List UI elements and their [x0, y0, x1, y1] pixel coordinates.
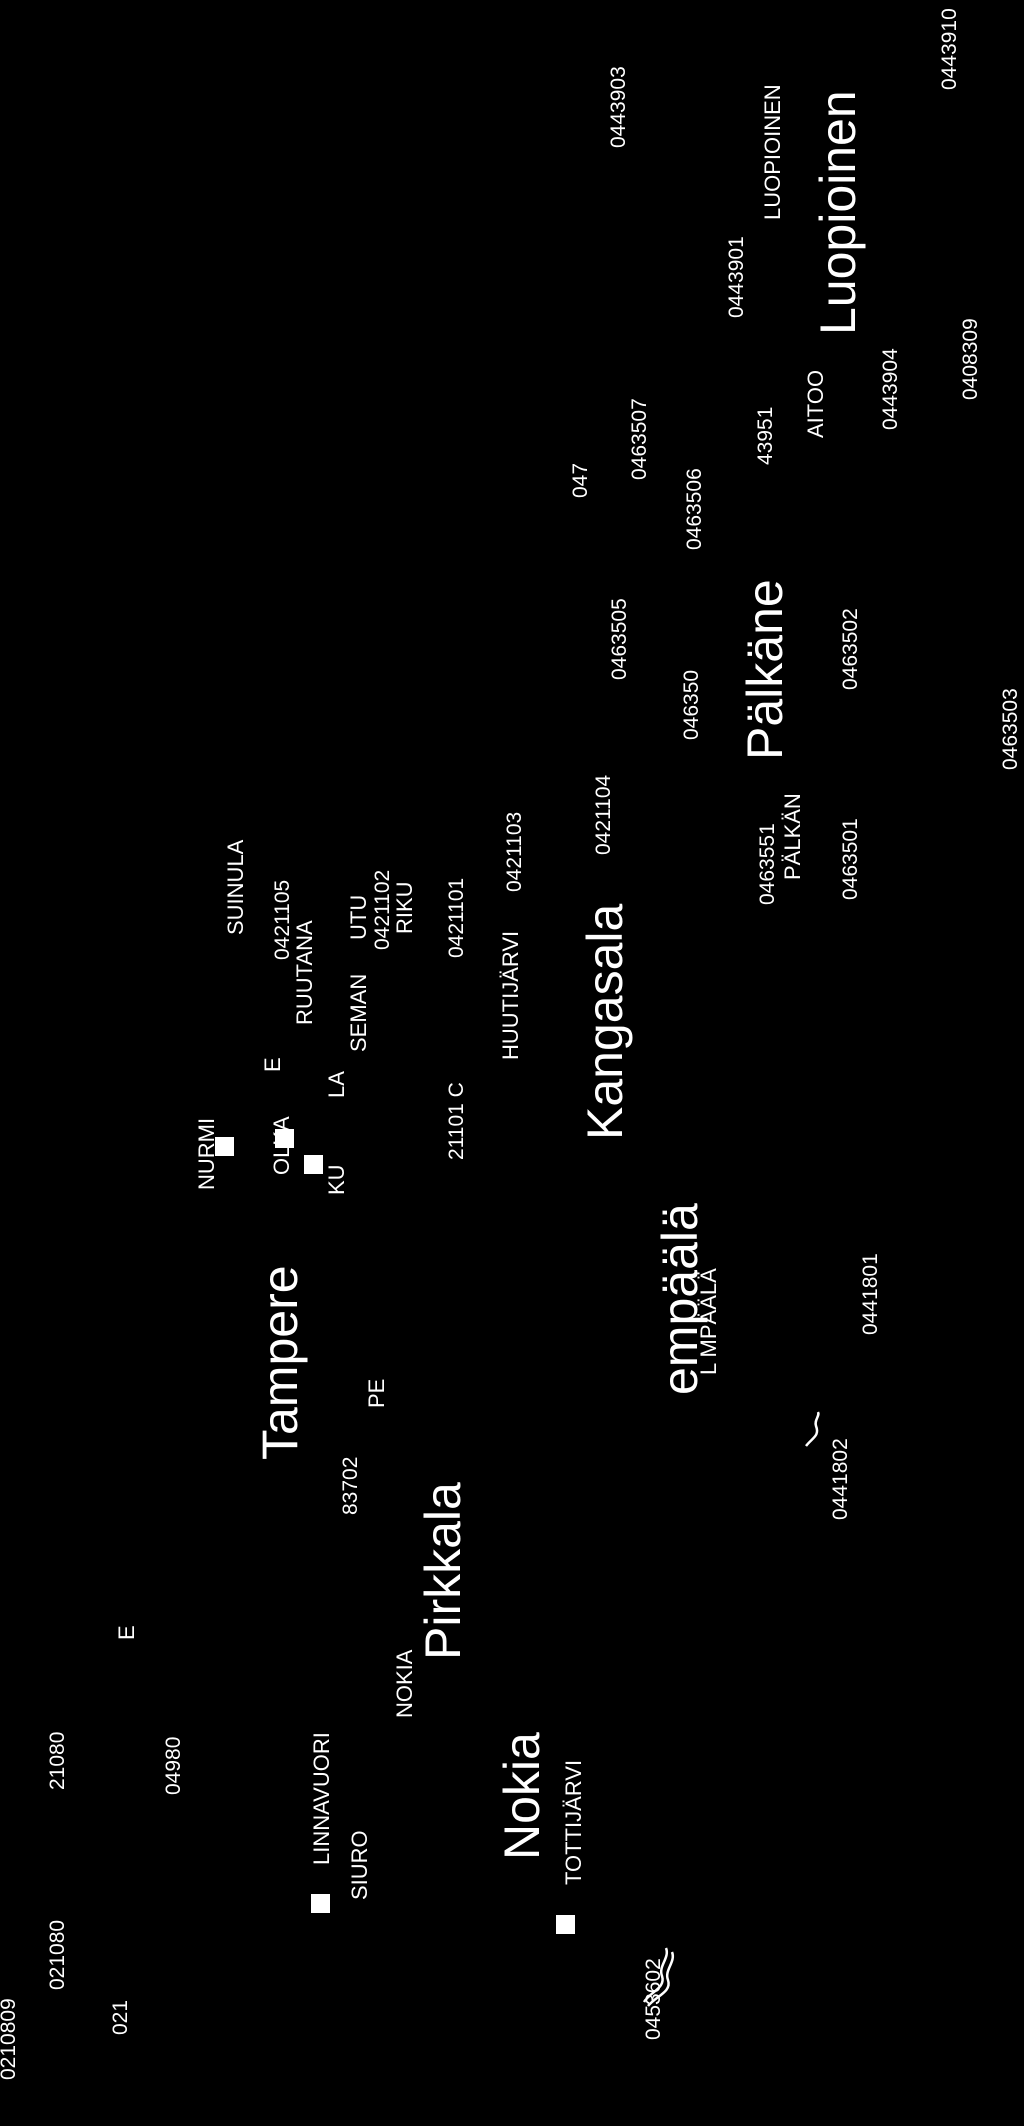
code-label: 0463503	[999, 688, 1022, 770]
code-label: 0463507	[628, 398, 651, 480]
place-label-nokia-small: NOKIA	[392, 1649, 417, 1718]
code-label: 0441801	[859, 1253, 882, 1335]
square-marker-ku	[304, 1155, 323, 1174]
place-label-aitoo: AITOO	[803, 369, 828, 438]
place-label-suinula: SUINULA	[223, 839, 248, 935]
place-label-ku: KU	[324, 1164, 349, 1195]
square-marker-nurmi	[215, 1137, 234, 1156]
place-label-ruutana: RUUTANA	[292, 920, 317, 1025]
town-label-nokia: Nokia	[494, 1732, 550, 1860]
code-label: 21101 C	[445, 1082, 468, 1160]
code-label: 0441802	[829, 1438, 852, 1520]
place-label-pe: PE	[364, 1378, 389, 1408]
place-label-siuro: SIURO	[347, 1830, 372, 1900]
code-label: 0408309	[959, 318, 982, 400]
place-label-lempaala-small: L MPÄÄLÄ	[696, 1268, 721, 1375]
code-label: 21080	[46, 1731, 69, 1790]
code-label: 0463551	[756, 823, 779, 905]
code-label: 0443910	[938, 8, 961, 90]
code-label: 0463506	[683, 468, 706, 550]
town-label-palkane: Pälkäne	[737, 579, 793, 760]
code-label: 021080	[46, 1919, 69, 1990]
code-label: 0463502	[839, 608, 862, 690]
code-label: 0421103	[503, 811, 526, 892]
place-label-utu: UTU	[346, 894, 371, 940]
code-label: 83702	[339, 1456, 362, 1515]
shoreline-fragment	[642, 1947, 675, 2007]
town-label-tampere: Tampere	[252, 1265, 308, 1460]
code-label: 0421105	[271, 879, 294, 960]
town-label-pirkkala: Pirkkala	[415, 1482, 471, 1660]
code-label: 0421102	[371, 869, 394, 950]
code-label: 0421101	[445, 877, 468, 958]
place-label-e-upper: E	[114, 1625, 139, 1640]
code-label: 0443904	[879, 348, 902, 430]
code-label: 0210809	[0, 1998, 20, 2080]
place-label-huutijarvi: HUUTIJÄRVI	[498, 930, 523, 1060]
square-marker-tottijarvi	[556, 1915, 575, 1934]
place-label-palkane-small: PÄLKÄN	[780, 793, 805, 880]
code-label: 43951	[754, 406, 777, 465]
place-label-e-mid: E	[260, 1057, 285, 1072]
town-label-luopioinen: Luopioinen	[810, 90, 866, 335]
place-label-linnavuori: LINNAVUORI	[309, 1732, 334, 1865]
place-label-seman: SEMAN	[346, 973, 371, 1052]
town-label-kangasala: Kangasala	[577, 903, 633, 1140]
code-label: 021	[109, 1999, 132, 2035]
code-label: 046350	[680, 669, 703, 740]
code-label: 0421104	[592, 774, 615, 855]
place-label-riku: RIKU	[392, 881, 417, 934]
shoreline-fragment	[805, 1411, 820, 1447]
code-label: 0443901	[725, 236, 748, 318]
code-label: 04980	[162, 1736, 185, 1795]
square-marker-linnavuori	[311, 1894, 330, 1913]
code-label: 0463501	[839, 818, 862, 900]
code-label: 047	[569, 462, 592, 498]
place-label-la: LA	[324, 1071, 349, 1098]
square-marker-olka	[275, 1129, 294, 1148]
code-label: 0443903	[607, 66, 630, 148]
code-label: 0463505	[608, 598, 631, 680]
place-label-luopioinen-small: LUOPIOINEN	[760, 84, 785, 220]
place-label-tottijarvi: TOTTIJÄRVI	[561, 1759, 586, 1885]
